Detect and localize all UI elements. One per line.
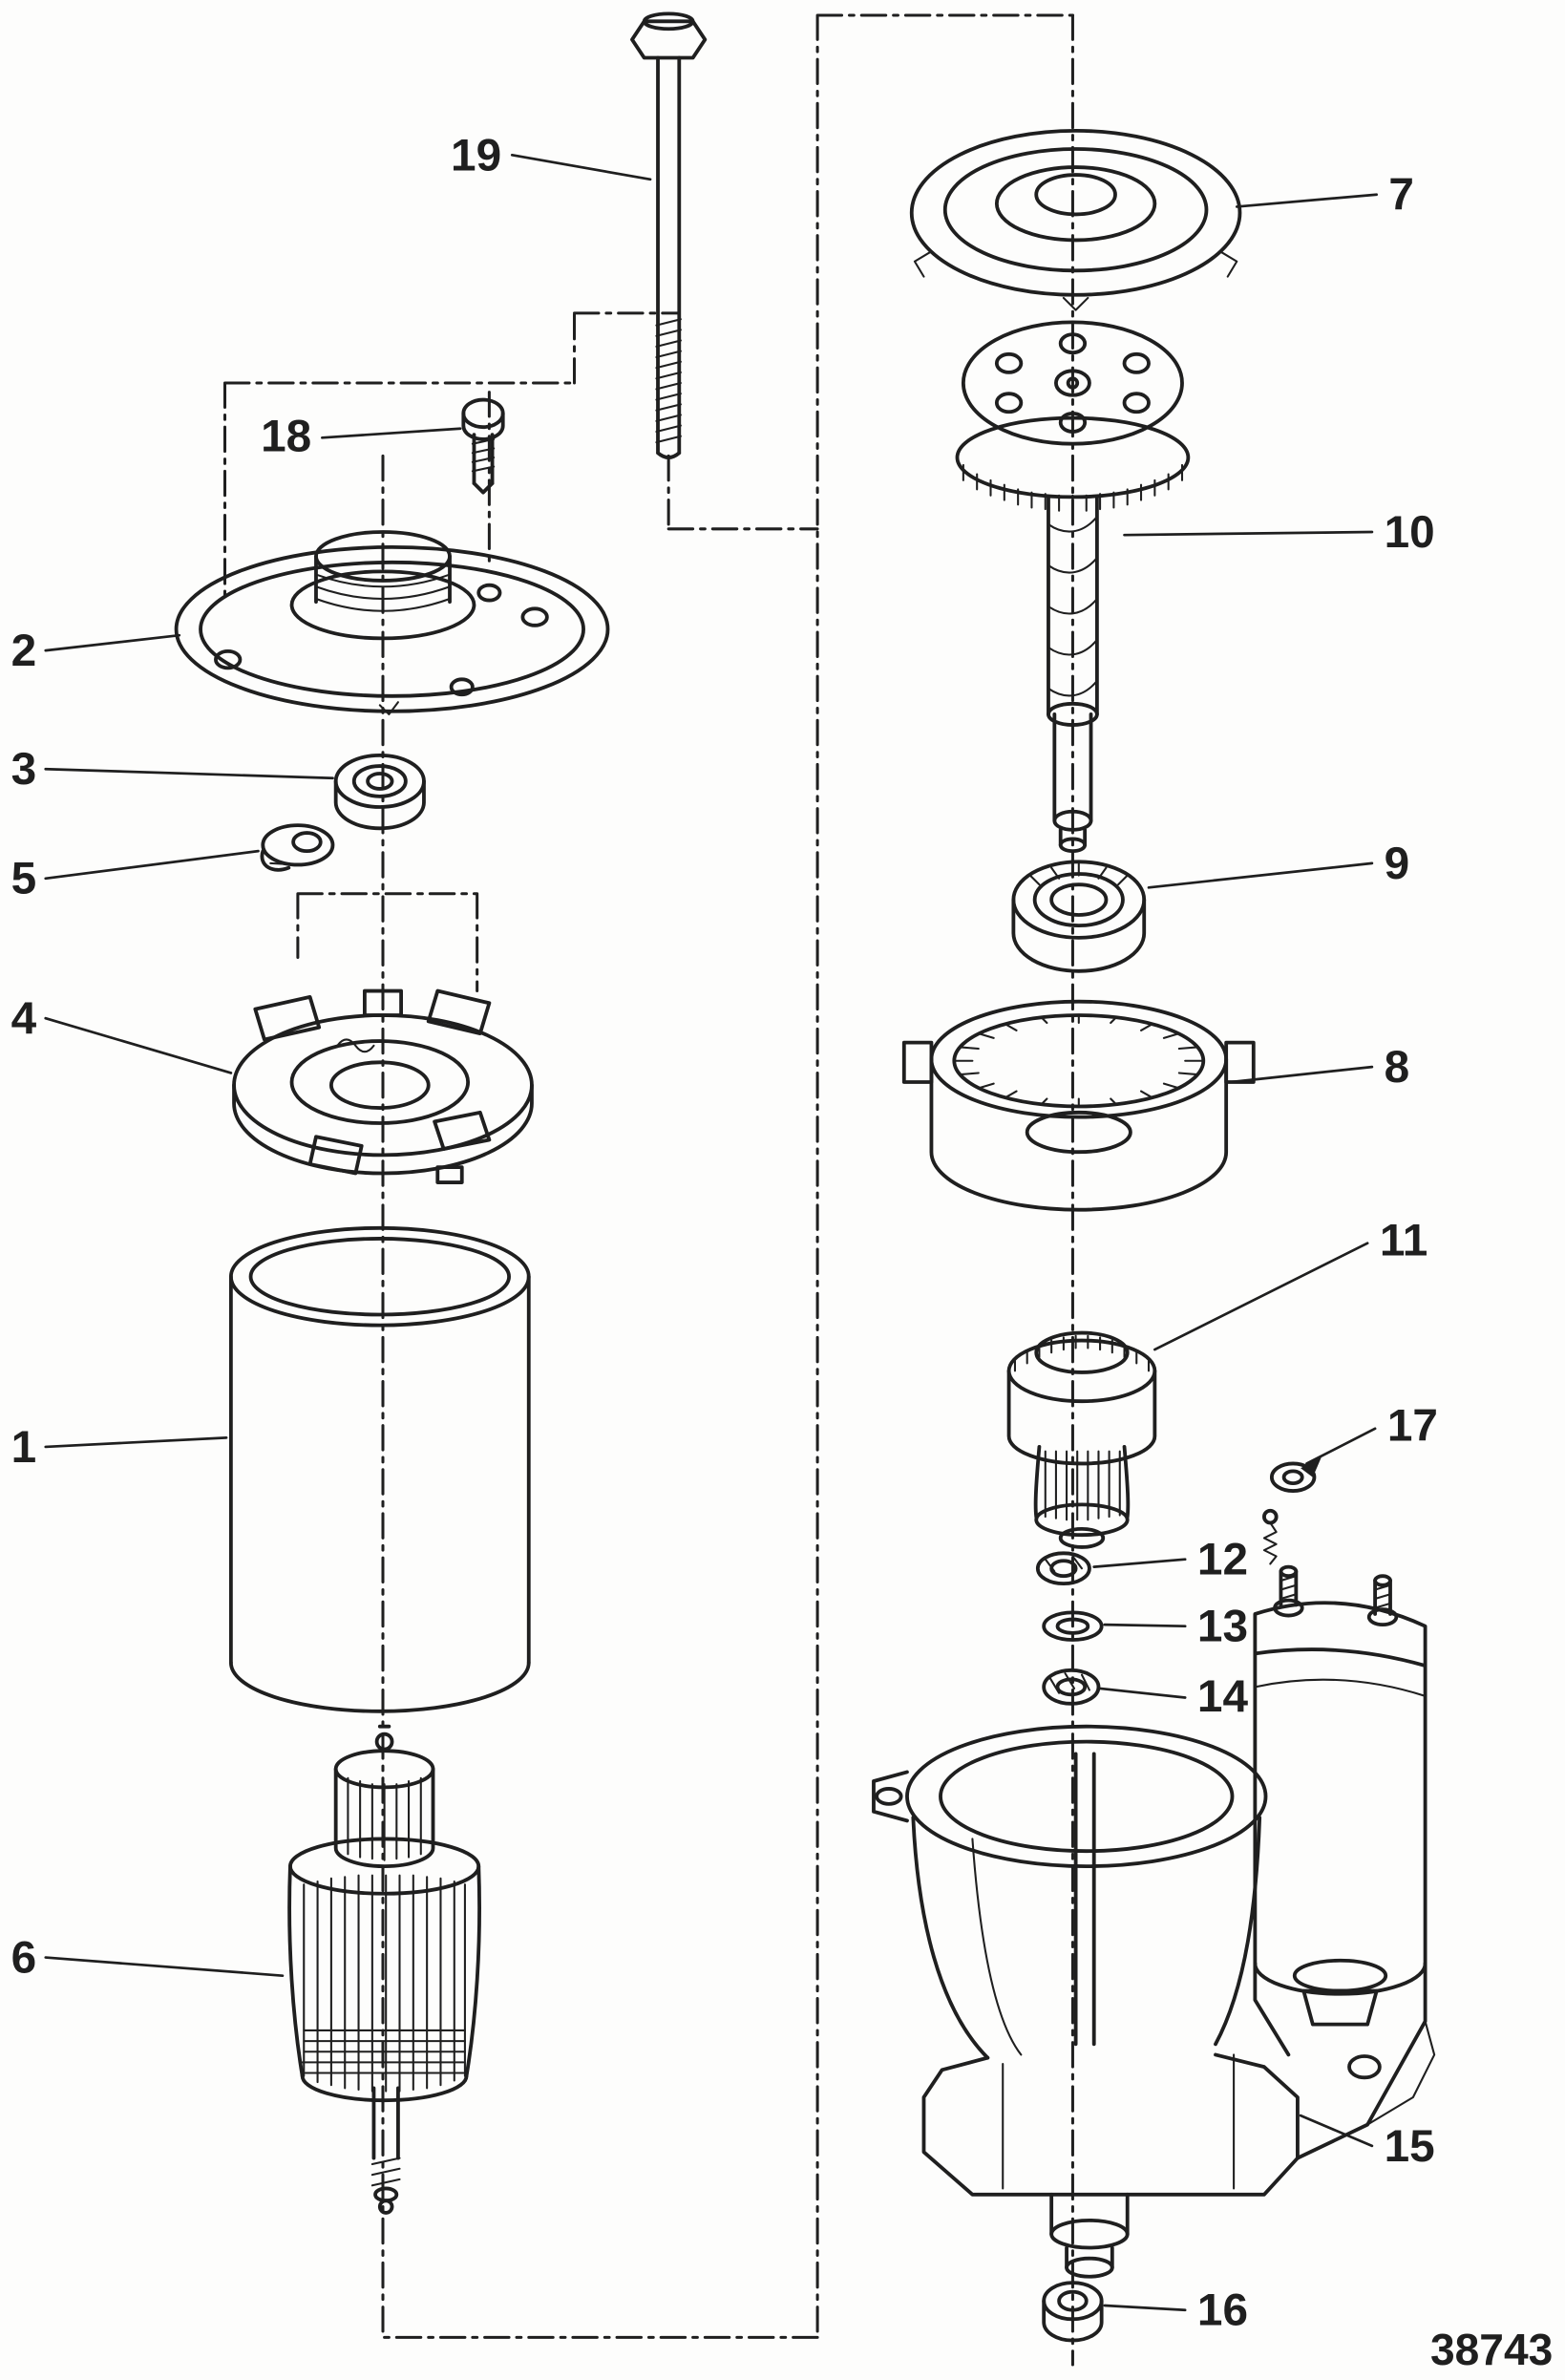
- callout-17: 17: [1387, 1401, 1438, 1452]
- diagram-number: 38743: [1430, 2325, 1553, 2374]
- callout-12: 12: [1197, 1535, 1248, 1585]
- part-1-frame: [228, 1225, 531, 1713]
- callout-1: 1: [11, 1422, 37, 1473]
- part-5-clip: [260, 823, 335, 872]
- centerlines: [222, 13, 1074, 2367]
- part-13-spacer: [1042, 1610, 1104, 1642]
- callout-13: 13: [1197, 1602, 1248, 1652]
- callout-15: 15: [1385, 2121, 1435, 2172]
- leader-5: [44, 849, 260, 881]
- leader-lines: [44, 153, 1379, 2312]
- callout-7: 7: [1388, 170, 1414, 221]
- leader-13: [1103, 1623, 1187, 1628]
- callout-8: 8: [1385, 1042, 1410, 1093]
- callout-4: 4: [11, 993, 37, 1044]
- part-16-bushing: [1042, 2281, 1104, 2343]
- part-18-screw: [461, 397, 505, 495]
- callout-10: 10: [1385, 507, 1435, 558]
- leader-9: [1147, 861, 1374, 889]
- part-10-drive-shaft-gear: [955, 320, 1191, 854]
- leader-6: [44, 1956, 285, 1978]
- part-4-brush-holder: [232, 988, 534, 1184]
- part-11-drive-pinion: [1006, 1330, 1157, 1549]
- callout-19: 19: [451, 130, 501, 181]
- solenoid: [1253, 1508, 1428, 2027]
- leader-4: [44, 1016, 233, 1074]
- part-6-armature: [287, 1724, 481, 2215]
- callout-16: 16: [1197, 2285, 1248, 2336]
- part-9-bushing: [1011, 860, 1147, 973]
- part-14-washer: [1042, 1668, 1101, 1706]
- leader-12: [1092, 1558, 1187, 1568]
- callout-3: 3: [11, 744, 37, 795]
- leader-18: [320, 427, 462, 439]
- leader-10: [1123, 530, 1374, 537]
- leader-19: [510, 153, 652, 181]
- leader-7: [1235, 193, 1379, 208]
- leader-17-arrowhead: [1301, 1456, 1322, 1477]
- callouts: 19 18 2 3 5 4 1 6 7 10 9 8 11 12 13 14 1…: [11, 130, 1554, 2374]
- part-15-mount-housing: [872, 1724, 1436, 2279]
- leader-14: [1098, 1687, 1187, 1699]
- callout-18: 18: [261, 412, 311, 462]
- part-12-washer: [1035, 1551, 1091, 1586]
- part-8-gear-housing: [901, 999, 1256, 1212]
- callout-11: 11: [1380, 1215, 1428, 1265]
- leader-1: [44, 1436, 228, 1449]
- leader-11: [1153, 1242, 1369, 1351]
- leader-3: [44, 767, 334, 780]
- callout-6: 6: [11, 1933, 37, 1984]
- callout-9: 9: [1385, 839, 1410, 889]
- part-17-nut: [1269, 1461, 1317, 1493]
- callout-2: 2: [11, 626, 37, 676]
- callout-14: 14: [1197, 1671, 1249, 1722]
- leader-2: [44, 633, 181, 652]
- part-19-bolt: [630, 11, 708, 459]
- part-3-bearing: [333, 753, 426, 831]
- part-7-end-cover: [909, 128, 1242, 311]
- leader-15: [1299, 2114, 1374, 2148]
- leader-16: [1103, 2304, 1187, 2312]
- callout-5: 5: [11, 854, 37, 904]
- part-2-end-cap: [174, 530, 610, 715]
- leader-8: [1229, 1065, 1374, 1084]
- leader-17: [1305, 1427, 1377, 1465]
